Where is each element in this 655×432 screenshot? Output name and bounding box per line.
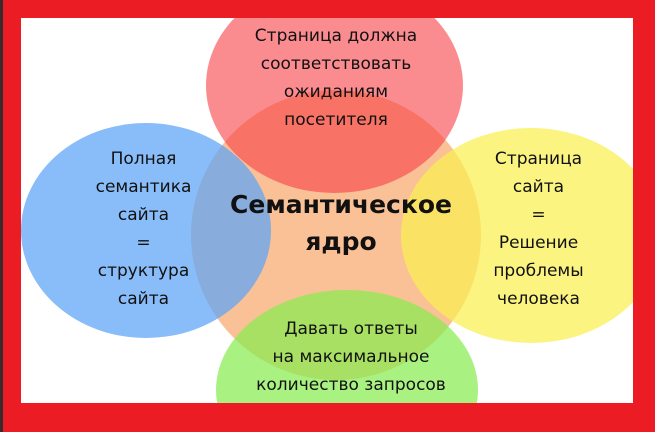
right-circle-yellow <box>401 128 633 343</box>
right-line-2: сайта <box>512 177 565 197</box>
center-line-1: Семантическое <box>230 190 452 219</box>
left-line-1: Полная <box>110 149 177 169</box>
center-line-2: ядро <box>305 227 377 256</box>
top-line-2: соответствовать <box>260 54 412 74</box>
left-circle-label: Полная семантика сайта = структура сайта <box>46 145 241 313</box>
left-line-2: семантика <box>95 177 192 197</box>
top-circle-red <box>206 18 463 193</box>
left-line-5: структура <box>97 261 190 281</box>
right-line-5: проблемы <box>493 261 584 281</box>
bottom-line-3: количество запросов <box>256 375 446 395</box>
left-line-3: сайта <box>117 205 170 225</box>
center-title: Семантическое ядро <box>196 186 486 260</box>
left-circle-blue <box>21 123 271 338</box>
left-line-6: сайта <box>117 289 170 309</box>
left-line-4: = <box>136 233 151 253</box>
right-line-1: Страница <box>494 149 583 169</box>
right-circle-label: Страница сайта = Решение проблемы челове… <box>441 145 633 313</box>
bottom-line-1: Давать ответы <box>284 319 418 339</box>
bottom-line-2: на максимальное <box>272 347 430 367</box>
top-line-1: Страница должна <box>254 26 418 46</box>
right-line-4: Решение <box>498 233 579 253</box>
right-line-6: человека <box>497 289 580 309</box>
right-line-3: = <box>531 205 546 225</box>
left-edge-strip <box>0 0 3 432</box>
top-circle-label: Страница должна соответствовать ожидания… <box>211 22 461 134</box>
top-line-4: посетителя <box>284 110 388 130</box>
top-line-3: ожиданиям <box>283 82 389 102</box>
bottom-circle-label: Давать ответы на максимальное количество… <box>226 315 476 399</box>
diagram-canvas: Страница должна соответствовать ожидания… <box>21 18 633 403</box>
